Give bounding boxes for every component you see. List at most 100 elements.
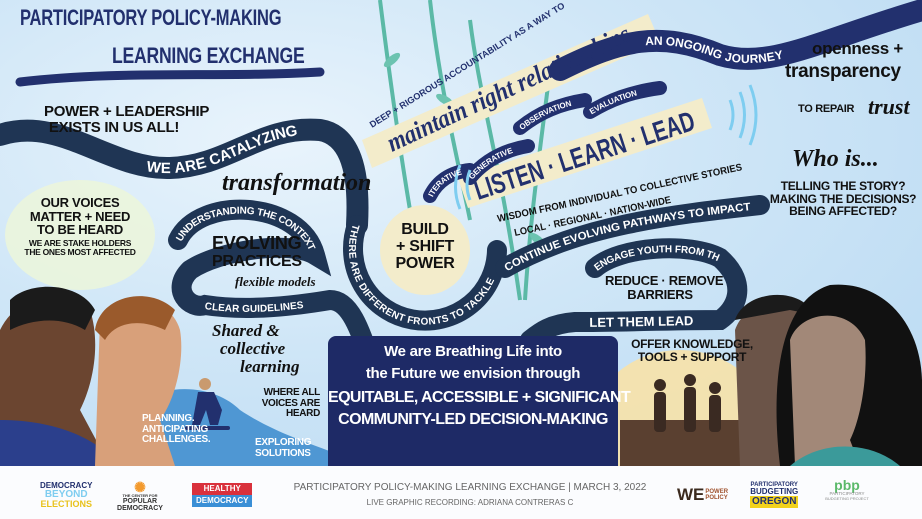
logo-text: POLICY <box>705 494 728 501</box>
ribbon-lead: let them lead <box>589 313 693 330</box>
trust-text: trust <box>868 94 910 119</box>
chain-evaluation: evaluation <box>588 88 638 116</box>
logo-text: DEMOCRACY <box>117 505 163 512</box>
illustration-layer <box>0 0 922 466</box>
logo-text: OREGON <box>750 496 799 508</box>
voices-line: OUR VOICES <box>40 195 120 210</box>
svg-text:iterative: iterative <box>426 167 463 198</box>
chain-observation: observation <box>518 99 573 132</box>
logo-text: pbp <box>834 477 860 493</box>
logo-text: POWER <box>705 488 729 495</box>
planning-line: ANTICIPATING <box>142 423 209 435</box>
reduce-barriers: REDUCE · REMOVE BARRIERS <box>605 274 724 302</box>
footer: DEMOCRACY BEYOND ELECTIONS ✺ THE CENTER … <box>0 466 922 519</box>
logo-text: DEMOCRACY <box>192 495 253 507</box>
build-power-circle <box>380 205 470 295</box>
openness-text: openness + <box>812 39 904 58</box>
build-line: POWER <box>395 254 455 272</box>
offer-support: OFFER KNOWLEDGE, TOOLS + SUPPORT <box>622 338 762 363</box>
question: BEING AFFECTED? <box>789 204 897 219</box>
flexible-models-text: flexible models <box>235 274 316 289</box>
right-faces <box>735 284 922 466</box>
banner-line3: EQUITABLE, ACCESSIBLE + SIGNIFICANT <box>328 388 631 406</box>
page-title-line1: PARTICIPATORY POLICY-MAKING <box>20 5 282 30</box>
power-line2: EXISTS IN US ALL! <box>48 118 180 136</box>
ribbons <box>0 0 922 370</box>
graphic-recording: DEEP + RIGOROUS ACCOUNTABILITY AS A WAY … <box>0 0 922 466</box>
voices-line: MATTER + NEED <box>29 208 131 224</box>
offer-line: TOOLS + SUPPORT <box>637 349 747 364</box>
exploring-line: EXPLORING <box>255 437 312 448</box>
shared-learning: Shared & collective learning <box>212 322 300 376</box>
logo-text: BEYOND <box>44 489 88 500</box>
logo-text: HEALTHY <box>192 483 253 495</box>
logo-text: POPULAR <box>122 498 158 505</box>
banner-line4: COMMUNITY-LED DECISION-MAKING <box>338 411 608 429</box>
logo-democracy-beyond-elections: DEMOCRACY BEYOND ELECTIONS <box>40 482 92 509</box>
svg-text:let them lead: let them lead <box>589 313 693 330</box>
power-line1: POWER + LEADERSHIP <box>44 103 210 120</box>
logo-participatory-budgeting-oregon: PARTICIPATORY BUDGETING OREGON <box>750 482 799 508</box>
banner-line1: We are Breathing Life into <box>384 343 562 360</box>
build-line: BUILD <box>401 221 449 238</box>
build-shift-power: BUILD + SHIFT POWER <box>383 221 467 272</box>
shared-line: learning <box>240 356 300 376</box>
sound-wave-icon <box>454 84 758 210</box>
sunburst-icon: ✺ <box>134 479 146 495</box>
transparency-text: transparency <box>785 61 901 82</box>
logo-text: BUDGETING <box>750 487 799 496</box>
svg-text:clear guidelines: clear guidelines <box>204 300 304 315</box>
where-all-voices: WHERE ALL VOICES ARE HEARD <box>250 387 321 420</box>
logo-center-popular-democracy: ✺ THE CENTER FOR POPULAR DEMOCRACY <box>115 480 165 512</box>
logo-text: THE CENTER FOR <box>122 493 158 498</box>
youth-silhouettes <box>654 374 721 432</box>
build-line: + SHIFT <box>396 237 454 255</box>
planning-text: PLANNING. ANTICIPATING CHALLENGES. <box>142 413 211 446</box>
logo-we-power-policy: WE POWER POLICY <box>677 486 728 503</box>
question: MAKING THE DECISIONS? <box>769 191 917 206</box>
shared-line: collective <box>220 338 286 358</box>
ribbon-text-layer: DEEP + RIGOROUS ACCOUNTABILITY AS A WAY … <box>204 0 784 330</box>
voices-glow <box>5 180 155 290</box>
svg-text:evaluation: evaluation <box>588 88 638 116</box>
svg-text:observation: observation <box>518 99 573 132</box>
footer-subtitle: LIVE GRAPHIC RECORDING: ADRIANA CONTRERA… <box>366 498 574 507</box>
logo-text: WE <box>677 485 705 504</box>
logo-text: ELECTIONS <box>40 499 92 509</box>
banner-line2: the Future we envision through <box>365 364 581 382</box>
footer-title: PARTICIPATORY POLICY-MAKING LEARNING EXC… <box>293 482 647 493</box>
left-faces <box>0 286 182 466</box>
reduce-line: BARRIERS <box>627 286 693 302</box>
logo-healthy-democracy: HEALTHY DEMOCRACY <box>192 483 253 507</box>
power-leadership-text: POWER + LEADERSHIP EXISTS IN US ALL! <box>44 103 210 136</box>
planning-line: CHALLENGES. <box>142 434 211 445</box>
question: TELLING THE STORY? <box>780 179 906 193</box>
repair-text: TO REPAIR <box>798 103 855 115</box>
offer-line: OFFER KNOWLEDGE, <box>631 337 753 351</box>
ribbon-guidelines: clear guidelines <box>204 300 304 315</box>
highlight-band-2 <box>458 98 712 208</box>
stakeholders-line: WE ARE STAKE HOLDERS <box>28 237 132 248</box>
who-is-questions: TELLING THE STORY? MAKING THE DECISIONS?… <box>768 180 918 218</box>
surfer-figure <box>185 378 230 430</box>
where-line: WHERE ALL <box>263 387 321 398</box>
where-line: HEARD <box>285 408 320 419</box>
practices-text: PRACTICES <box>212 253 302 270</box>
transformation-text: transformation <box>222 170 372 196</box>
logo-participatory-budgeting-project: pbp PARTICIPATORY BUDGETING PROJECT <box>822 478 872 501</box>
vision-banner: We are Breathing Life into the Future we… <box>328 336 631 466</box>
exploring-text: EXPLORING SOLUTIONS <box>255 437 312 459</box>
who-is-heading: Who is... <box>792 146 879 172</box>
ribbon-journey: an ongoing journey <box>645 34 784 66</box>
voices-text: OUR VOICES MATTER + NEED TO BE HEARD WE … <box>20 196 140 257</box>
wave <box>140 389 340 466</box>
logo-text: DEMOCRACY <box>40 481 93 490</box>
page-title-line2: LEARNING EXCHANGE <box>112 43 305 68</box>
logo-text: PARTICIPATORY <box>829 491 865 496</box>
evolving-text: EVOLVING <box>212 233 302 253</box>
logo-text: PARTICIPATORY <box>750 482 798 488</box>
chain-iterative: iterative <box>426 167 463 198</box>
logo-text: BUDGETING PROJECT <box>825 495 869 501</box>
svg-text:an ongoing journey: an ongoing journey <box>645 34 784 66</box>
where-line: VOICES ARE <box>261 397 321 409</box>
